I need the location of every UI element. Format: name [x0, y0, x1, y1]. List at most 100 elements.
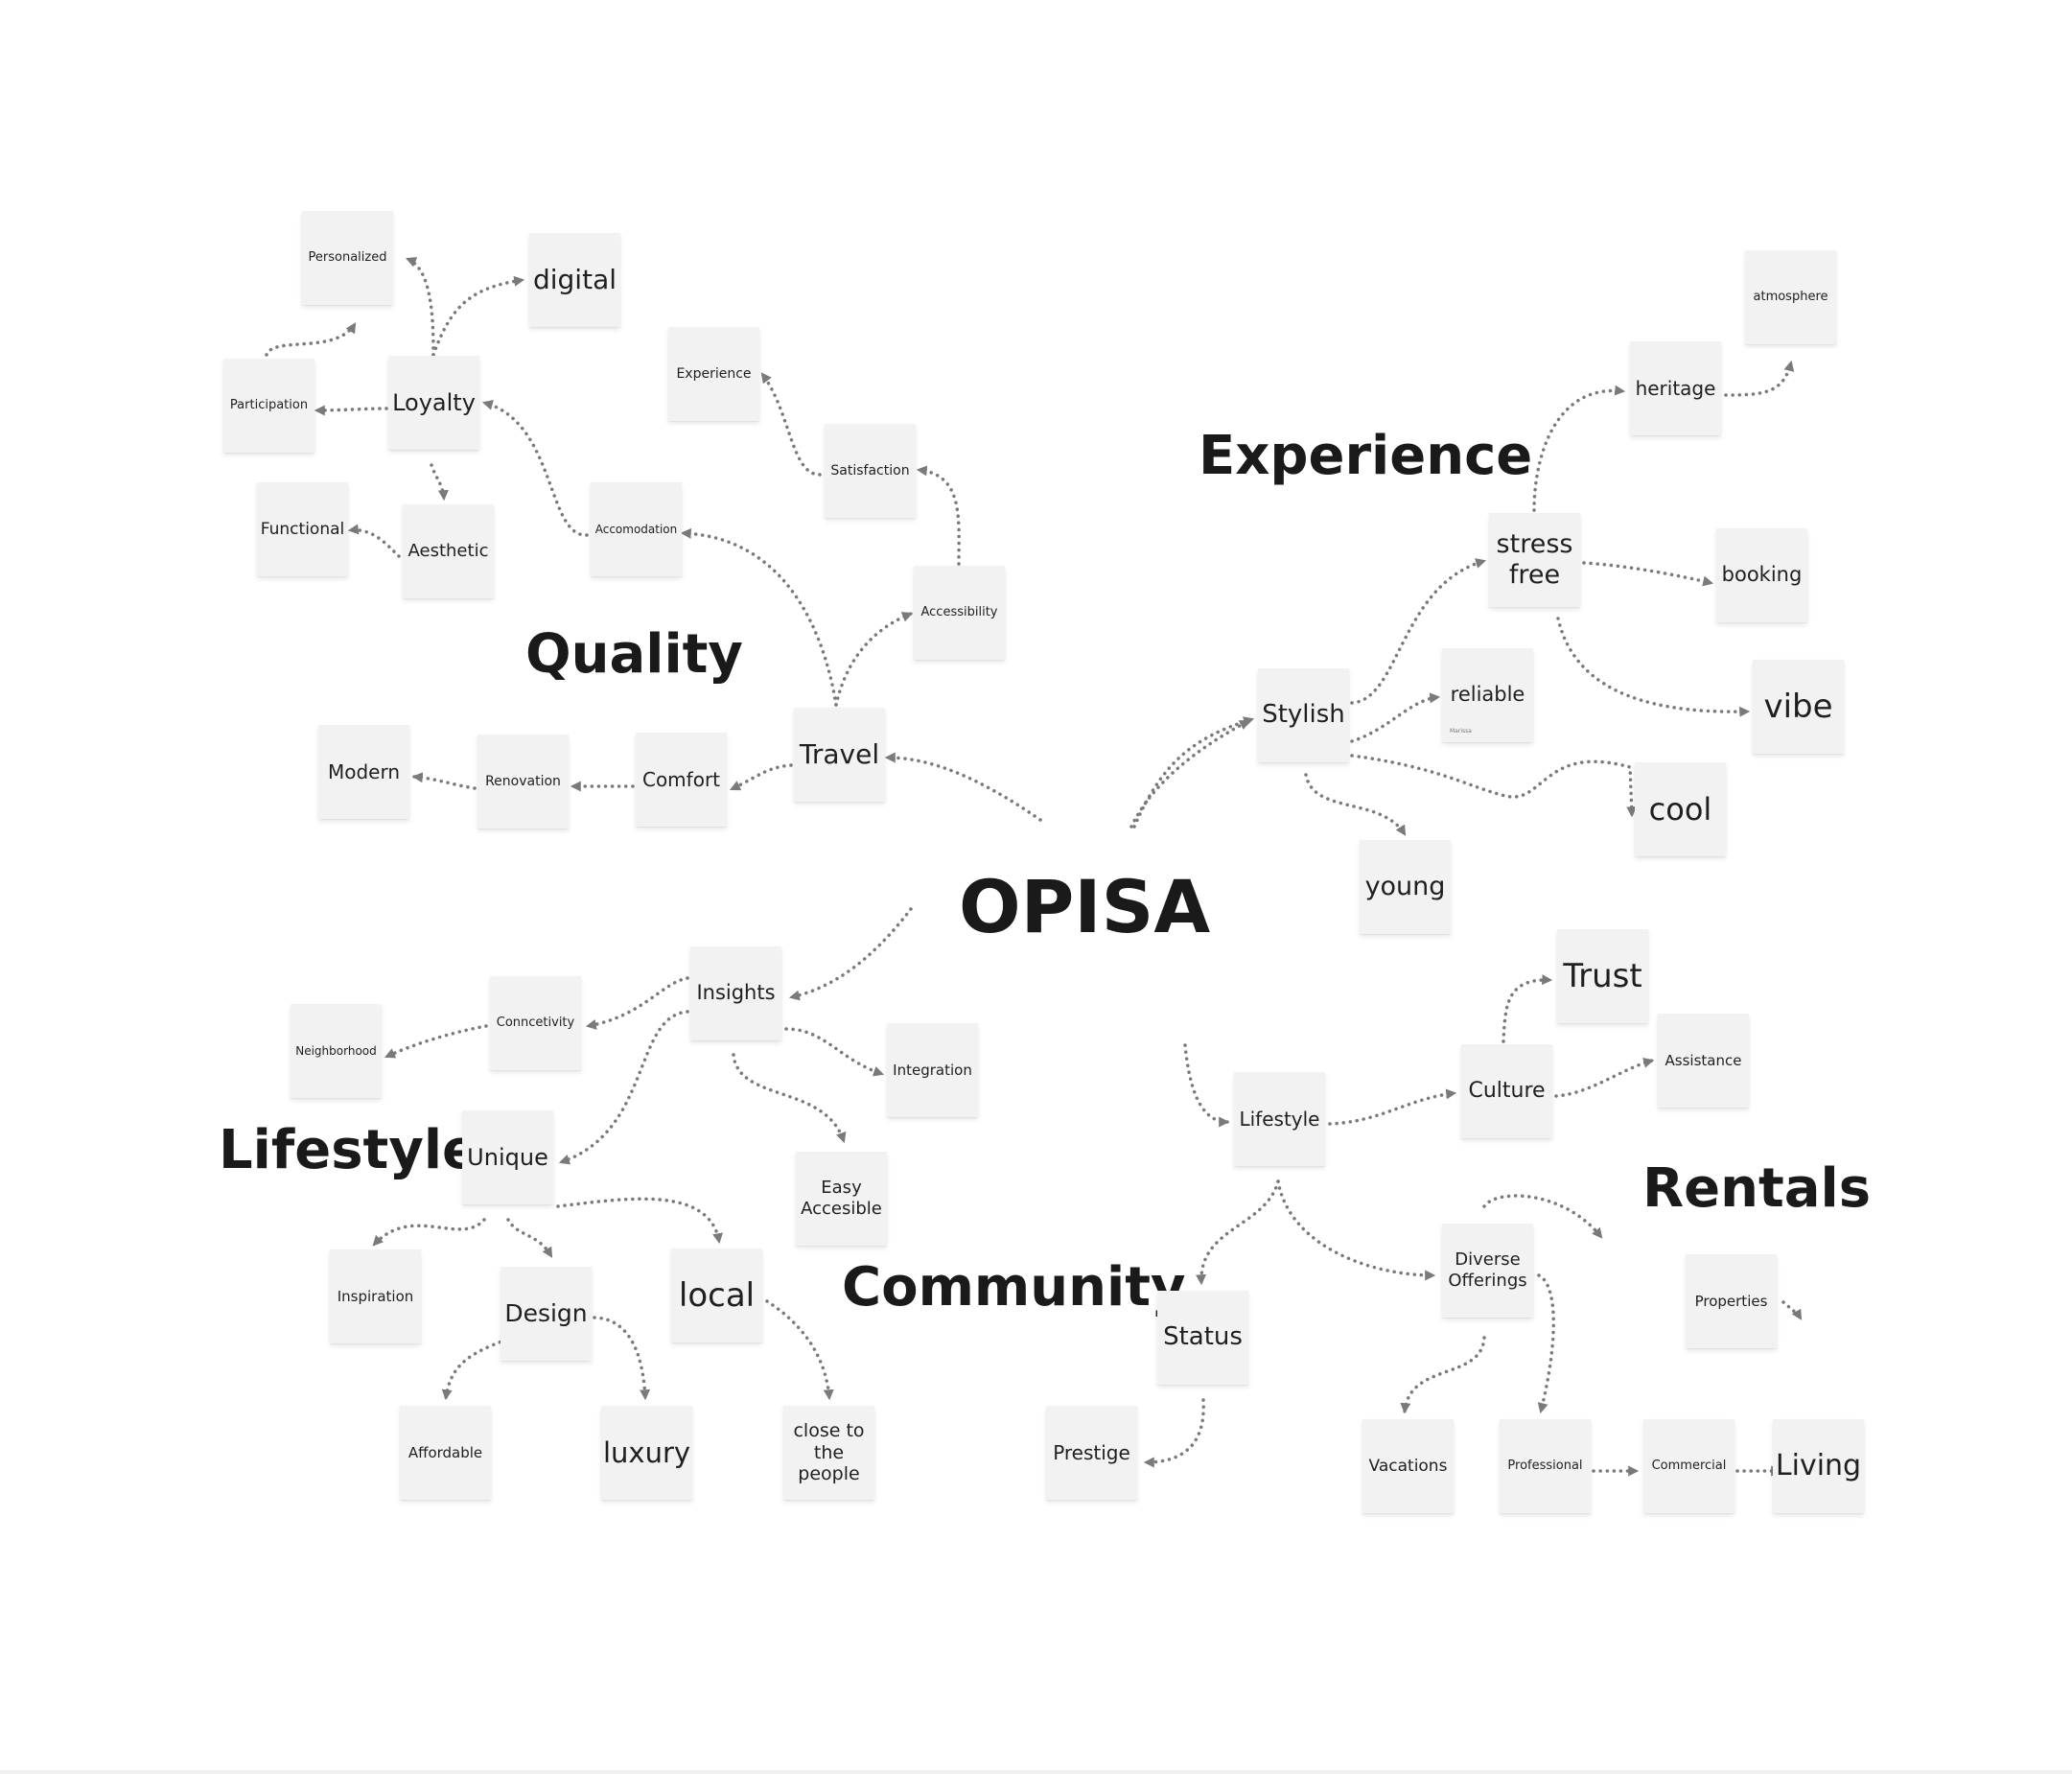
- note-aesthetic[interactable]: Aesthetic: [403, 504, 494, 598]
- note-stress-free[interactable]: stress free: [1489, 513, 1580, 607]
- note-design[interactable]: Design: [501, 1267, 592, 1361]
- note-unique[interactable]: Unique: [462, 1110, 553, 1204]
- note-professional[interactable]: Professional: [1500, 1419, 1591, 1513]
- connector-arrow-25: [788, 907, 913, 1001]
- note-vacations[interactable]: Vacations: [1362, 1419, 1454, 1513]
- note-lifestyle[interactable]: Lifestyle: [1234, 1072, 1325, 1166]
- note-diverse-offerings[interactable]: Diverse Offerings: [1442, 1224, 1533, 1318]
- connector-arrow-13: [730, 763, 793, 791]
- note-neighborhood[interactable]: Neighborhood: [291, 1004, 382, 1098]
- note-digital[interactable]: digital: [529, 233, 620, 327]
- note-experience[interactable]: Experience: [668, 327, 759, 421]
- note-local[interactable]: local: [671, 1249, 762, 1342]
- connector-arrow-41: [1196, 1179, 1280, 1286]
- connector-arrow-44: [1781, 1300, 1803, 1320]
- note-personalized[interactable]: Personalized: [302, 211, 393, 305]
- heading-experience: Experience: [1199, 425, 1533, 487]
- connector-arrow-5: [760, 372, 822, 477]
- connector-arrow-40: [1554, 1058, 1655, 1098]
- note-modern[interactable]: Modern: [318, 725, 409, 819]
- note-satisfaction[interactable]: Satisfaction: [825, 424, 916, 518]
- connector-arrow-35: [593, 1316, 651, 1401]
- connector-arrow-24: [1556, 617, 1751, 717]
- connector-arrow-9: [314, 405, 388, 416]
- connector-arrow-18: [1350, 692, 1441, 743]
- note-stylish[interactable]: Stylish: [1258, 668, 1349, 762]
- connector-arrow-31: [372, 1218, 486, 1247]
- connector-arrow-19: [1350, 754, 1638, 818]
- connector-arrow-20: [1304, 773, 1407, 836]
- connector-arrow-10: [265, 322, 357, 357]
- note-easy-accesible[interactable]: Easy Accesible: [796, 1152, 887, 1246]
- connector-arrow-50: [1129, 719, 1250, 829]
- note-participation[interactable]: Participation: [223, 359, 314, 453]
- connector-arrow-47: [1537, 1273, 1555, 1414]
- reliable-author: Marissa: [1450, 728, 1472, 735]
- connector-arrow-42: [1276, 1179, 1436, 1281]
- note-vibe[interactable]: vibe: [1753, 660, 1844, 754]
- connector-arrow-12: [347, 524, 401, 558]
- note-trust[interactable]: Trust: [1557, 929, 1648, 1023]
- connector-arrow-29: [732, 1053, 847, 1144]
- connector-arrow-46: [1400, 1336, 1486, 1414]
- connector-arrow-1: [884, 752, 1042, 822]
- connector-arrow-11: [430, 463, 449, 502]
- note-accomodation[interactable]: Accomodation: [591, 482, 682, 576]
- connector-arrow-22: [1724, 360, 1795, 397]
- note-accessibility[interactable]: Accessibility: [914, 566, 1005, 660]
- heading-quality: Quality: [525, 623, 743, 686]
- note-comfort[interactable]: Comfort: [636, 733, 727, 827]
- connector-arrow-34: [441, 1338, 508, 1401]
- note-loyalty[interactable]: Loyalty: [388, 356, 479, 450]
- note-functional[interactable]: Functional: [257, 482, 348, 576]
- note-assistance[interactable]: Assistance: [1658, 1014, 1749, 1108]
- note-conncetivity[interactable]: Conncetivity: [490, 976, 581, 1070]
- connector-arrow-26: [585, 976, 689, 1030]
- connector-arrow-27: [384, 1024, 488, 1059]
- note-inspiration[interactable]: Inspiration: [330, 1249, 421, 1343]
- note-living[interactable]: Living: [1773, 1419, 1864, 1513]
- note-renovation[interactable]: Renovation: [477, 735, 569, 829]
- note-cool[interactable]: cool: [1635, 762, 1726, 856]
- note-booking[interactable]: booking: [1716, 528, 1807, 622]
- connector-arrow-39: [1502, 974, 1553, 1043]
- connector-arrow-3: [834, 612, 914, 707]
- note-travel[interactable]: Travel: [794, 708, 885, 802]
- connector-arrow-7: [405, 257, 435, 357]
- connector-arrow-33: [556, 1197, 723, 1245]
- connector-arrow-36: [765, 1299, 834, 1401]
- note-young[interactable]: young: [1360, 840, 1451, 934]
- note-commercial[interactable]: Commercial: [1643, 1419, 1734, 1513]
- connector-arrow-28: [784, 1027, 885, 1077]
- reliable-label: reliable: [1450, 683, 1525, 707]
- note-status[interactable]: Status: [1157, 1291, 1248, 1385]
- note-reliable[interactable]: reliable Marissa: [1442, 648, 1533, 742]
- connector-arrow-23: [1582, 561, 1714, 587]
- connector-arrow-16: [1132, 716, 1255, 829]
- note-properties[interactable]: Properties: [1686, 1254, 1777, 1348]
- note-close-to-the-people[interactable]: close to the people: [783, 1406, 874, 1500]
- connector-arrow-4: [916, 465, 961, 566]
- connector-arrow-6: [481, 399, 589, 537]
- connector-arrow-21: [1532, 385, 1626, 512]
- note-atmosphere[interactable]: atmosphere: [1745, 250, 1836, 344]
- connector-arrow-38: [1328, 1088, 1457, 1126]
- connector-arrow-45: [1143, 1398, 1205, 1468]
- connector-arrow-32: [506, 1218, 553, 1258]
- heading-lifestyle: Lifestyle: [219, 1119, 479, 1181]
- note-affordable[interactable]: Affordable: [400, 1406, 491, 1500]
- note-integration[interactable]: Integration: [887, 1023, 978, 1117]
- center-title: OPISA: [959, 864, 1211, 949]
- bottom-edge: [0, 1770, 2072, 1774]
- note-prestige[interactable]: Prestige: [1046, 1406, 1137, 1500]
- note-insights[interactable]: Insights: [690, 946, 781, 1040]
- heading-rentals: Rentals: [1642, 1157, 1872, 1220]
- note-luxury[interactable]: luxury: [601, 1406, 692, 1500]
- note-culture[interactable]: Culture: [1461, 1044, 1552, 1138]
- connector-arrow-37: [1183, 1043, 1230, 1128]
- note-heritage[interactable]: heritage: [1630, 341, 1721, 435]
- connector-arrow-15: [411, 772, 477, 790]
- heading-community: Community: [842, 1256, 1186, 1319]
- connector-arrow-8: [431, 275, 525, 357]
